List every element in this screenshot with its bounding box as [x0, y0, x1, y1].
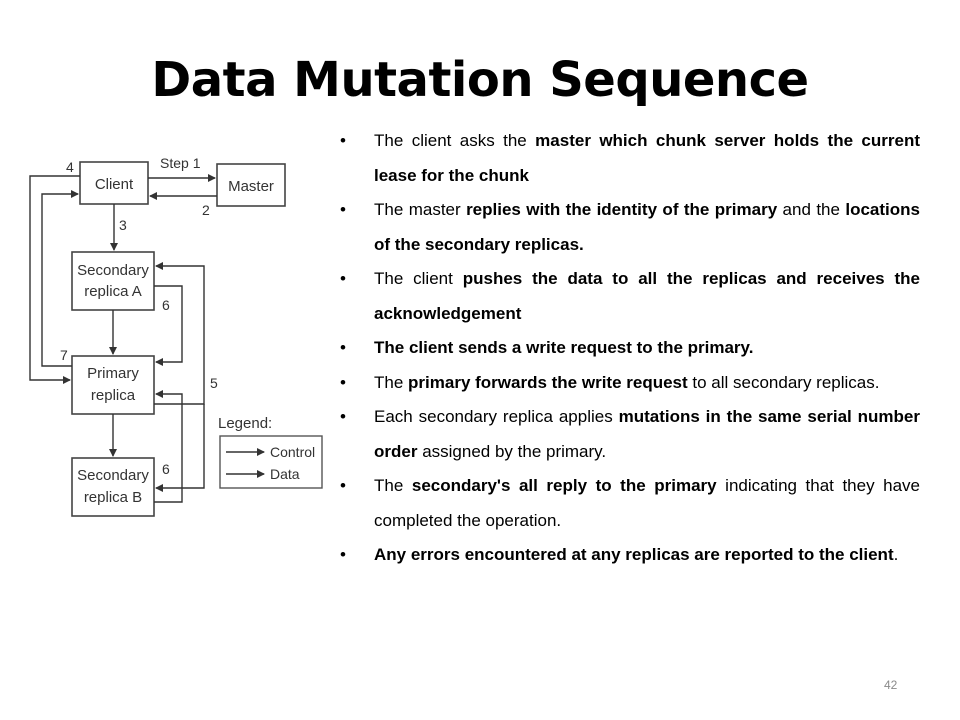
step5-arrow-seca [154, 262, 205, 405]
bullet-item: • The client sends a write request to the… [338, 331, 920, 366]
bullet-text: and the [777, 200, 846, 219]
bullet-text: The [374, 476, 412, 495]
primary-replica-node: Primary replica [71, 355, 155, 415]
bullet-text: The master [374, 200, 467, 219]
step5-label: 5 [210, 375, 218, 391]
primary-label-line2: replica [91, 387, 136, 404]
bullet-marker: • [340, 545, 346, 564]
secondary-replica-b-node: Secondary replica B [71, 457, 155, 517]
secondary-a-label-line1: Secondary [77, 262, 149, 279]
step7-label: 7 [60, 347, 68, 363]
primary-label-line1: Primary [87, 365, 139, 382]
step2-label: 2 [202, 202, 210, 218]
legend-control-label: Control [270, 444, 315, 460]
bullet-text-bold: mutations in the same serial number orde… [374, 407, 920, 461]
bullet-marker: • [340, 476, 346, 495]
bullet-marker: • [340, 200, 346, 219]
bullet-text: indicating that they have completed the … [374, 476, 920, 530]
bullet-text: The client [374, 269, 463, 288]
bullet-marker: • [340, 269, 346, 288]
bullet-item: • Any errors encountered at any replicas … [338, 538, 920, 573]
step1-label: Step 1 [160, 155, 201, 171]
step4-arrow [29, 175, 80, 384]
bullet-text: to all secondary replicas. [687, 372, 880, 392]
step5-arrow-secb [155, 404, 205, 492]
legend-title: Legend: [218, 415, 272, 432]
bullet-item: •The primary forwards the write request … [338, 366, 920, 401]
step6a-label: 6 [162, 297, 170, 313]
master-label: Master [228, 178, 274, 195]
bullet-text-bold: pushes the data to all the replicas and … [374, 269, 920, 323]
bullet-text-bold: replies with the identity of the primary [466, 200, 778, 219]
bullet-text: assigned by the primary. [417, 441, 607, 461]
secondary-b-label-line2: replica B [84, 489, 142, 506]
bullet-text-bold: Any errors encountered at any replicas a… [374, 545, 894, 564]
bullet-text-bold: secondary's all reply to the primary [411, 476, 717, 495]
step7-arrow [41, 190, 79, 367]
secondary-b-label-line1: Secondary [77, 467, 149, 484]
legend: Legend: Control Data [218, 415, 323, 489]
bullet-item: • Each secondary replica applies mutation… [338, 400, 920, 469]
client-label: Client [95, 176, 134, 193]
bullet-marker: • [340, 372, 346, 392]
secondary-replica-a-node: Secondary replica A [71, 251, 155, 311]
step6-arrow-secb [154, 390, 183, 503]
bullet-text: The [374, 372, 409, 392]
gfs-write-flow-diagram: Client Master Secondary replica A Primar… [29, 155, 323, 517]
master-node: Master [216, 163, 286, 207]
bullet-item: • The master replies with the identity of… [338, 193, 920, 262]
bullet-marker: • [340, 131, 346, 150]
step6-arrow-seca [154, 285, 183, 366]
bullet-text-bold: primary forwards the write request [408, 372, 688, 392]
secondary-a-label-line2: replica A [84, 283, 142, 300]
bullet-marker: • [340, 407, 346, 426]
step4-label: 4 [66, 159, 74, 175]
legend-data-label: Data [270, 466, 300, 482]
step6b-label: 6 [162, 461, 170, 477]
step3-label: 3 [119, 217, 127, 233]
bullet-text: Each secondary replica applies [374, 407, 619, 426]
bullet-item: • The client pushes the data to all the r… [338, 262, 920, 331]
bullet-text-bold: The client sends a write request to the … [374, 338, 754, 357]
bullet-item: • The client asks the master which chunk … [338, 124, 920, 193]
bullet-text: . [893, 545, 899, 564]
bullet-text-bold: master which chunk server holds the curr… [374, 131, 920, 185]
client-node: Client [79, 161, 149, 205]
bullet-text: The client asks the [374, 131, 536, 150]
bullet-marker: • [340, 338, 346, 357]
bullet-text-bold: locations of the secondary replicas. [374, 200, 920, 254]
page-number: 42 [884, 678, 898, 692]
bullet-item: • The secondary's all reply to the primar… [338, 469, 920, 538]
slide-title: Data Mutation Sequence [151, 52, 809, 108]
bullet-list: • The client asks the master which chunk … [338, 124, 920, 573]
